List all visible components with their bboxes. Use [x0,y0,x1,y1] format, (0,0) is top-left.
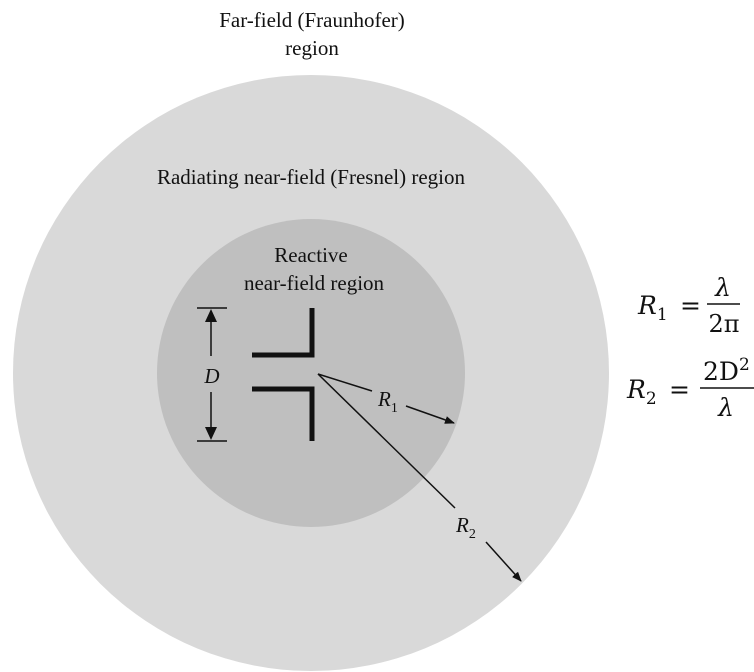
radius-r2-arrow [485,541,522,582]
reactive-label-line1: Reactive [274,243,347,267]
svg-text:2π: 2π [708,310,739,338]
radius-r1-arrow [405,405,455,424]
svg-text:=: = [669,375,690,404]
dipole-antenna [252,308,315,441]
dimension-arrow-bottom [205,427,217,440]
svg-text:λ: λ [717,393,734,422]
dimension-d-label: D [203,364,219,388]
radius-r1-line-a [317,373,373,392]
radius-r2-label: R2 [455,513,476,542]
reactive-near-field-region [157,219,465,527]
svg-text:2D2: 2D2 [703,355,750,386]
svg-text:=: = [680,291,701,320]
far-field-label-line2: region [285,36,339,60]
reactive-label-line2: near-field region [244,271,385,295]
equation-r2: R2 = 2D2 λ [626,355,754,422]
radiating-near-field-label: Radiating near-field (Fresnel) region [157,165,466,189]
svg-text:λ: λ [714,273,731,302]
svg-text:R2: R2 [626,375,657,409]
dimension-arrow-top [205,309,217,322]
radius-r1-label: R1 [377,387,398,416]
radius-r2-line-a [317,373,456,509]
svg-text:R1: R1 [637,291,668,325]
equation-r1: R1 = λ 2π [637,273,740,338]
far-field-label-line1: Far-field (Fraunhofer) [219,8,405,32]
dimension-d-marker [197,307,227,442]
